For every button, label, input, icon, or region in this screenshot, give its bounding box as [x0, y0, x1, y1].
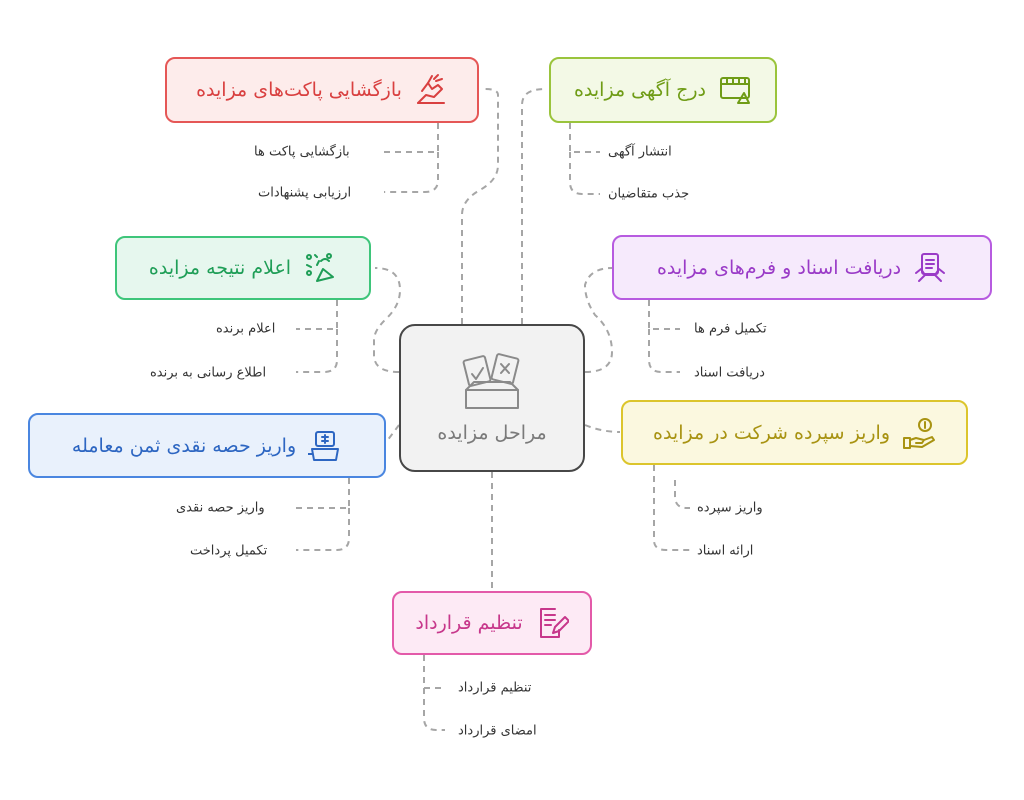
document-pen-icon: [535, 606, 569, 640]
connector-result: [373, 267, 402, 373]
node-label: اعلام نتیجه مزایده: [148, 257, 292, 279]
node-label: واریز سپرده شرکت در مزایده: [653, 421, 891, 444]
node-deposit[interactable]: واریز سپرده شرکت در مزایده: [621, 400, 968, 465]
leaf-result-1: اعلام برنده: [216, 321, 276, 337]
leaf-documents-2: دریافت اسناد: [694, 365, 765, 381]
leaf-result-2: اطلاع رسانی به برنده: [150, 365, 267, 381]
connector-deposit: [584, 424, 621, 433]
leaf-opening-1: بازگشایی پاکت ها: [254, 144, 350, 160]
node-label: دریافت اسناد و فرم‌های مزایده: [656, 256, 902, 279]
leaf-documents-1: تکمیل فرم ها: [694, 321, 767, 337]
leaf-contract-2: امضای قرارداد: [458, 723, 537, 739]
leaf-payment-2: تکمیل پرداخت: [190, 543, 268, 559]
leaf-payment-1: واریز حصه نقدی: [176, 500, 265, 516]
leaf-deposit-1: واریز سپرده: [697, 500, 763, 516]
hand-sparkle-icon: [414, 73, 448, 107]
ballot-box-icon: [462, 353, 520, 409]
node-payment[interactable]: واریز حصه نقدی ثمن معامله: [28, 413, 386, 478]
celebration-icon: [303, 251, 337, 285]
document-hand-icon: [913, 251, 947, 285]
billboard-icon: [718, 73, 752, 107]
center-label: مراحل مزایده: [437, 422, 547, 444]
leaf-advert-1: انتشار آگهی: [608, 144, 672, 160]
cash-register-icon: [308, 429, 342, 463]
node-advert[interactable]: درج آگهی مزایده: [549, 57, 777, 123]
connector-payment: [386, 424, 400, 442]
node-documents[interactable]: دریافت اسناد و فرم‌های مزایده: [612, 235, 992, 300]
leaf-advert-2: جذب متقاضیان: [608, 186, 690, 202]
node-label: تنظیم قرارداد: [415, 612, 523, 634]
leaf-deposit-2: ارائه اسناد: [697, 543, 754, 559]
hand-coin-icon: [902, 416, 936, 450]
node-label: بازگشایی پاکت‌های مزایده: [196, 79, 402, 101]
connector-opening: [461, 88, 499, 324]
node-label: درج آگهی مزایده: [573, 79, 707, 101]
node-opening[interactable]: بازگشایی پاکت‌های مزایده: [165, 57, 479, 123]
connector-documents: [583, 267, 614, 373]
node-contract[interactable]: تنظیم قرارداد: [392, 591, 592, 655]
node-result[interactable]: اعلام نتیجه مزایده: [115, 236, 371, 300]
node-label: واریز حصه نقدی ثمن معامله: [71, 434, 297, 457]
center-node[interactable]: مراحل مزایده: [399, 324, 585, 472]
leaf-contract-1: تنظیم قرارداد: [458, 680, 532, 696]
leaf-opening-2: ارزیابی پشنهادات: [258, 185, 352, 201]
connector-advert: [521, 88, 546, 324]
